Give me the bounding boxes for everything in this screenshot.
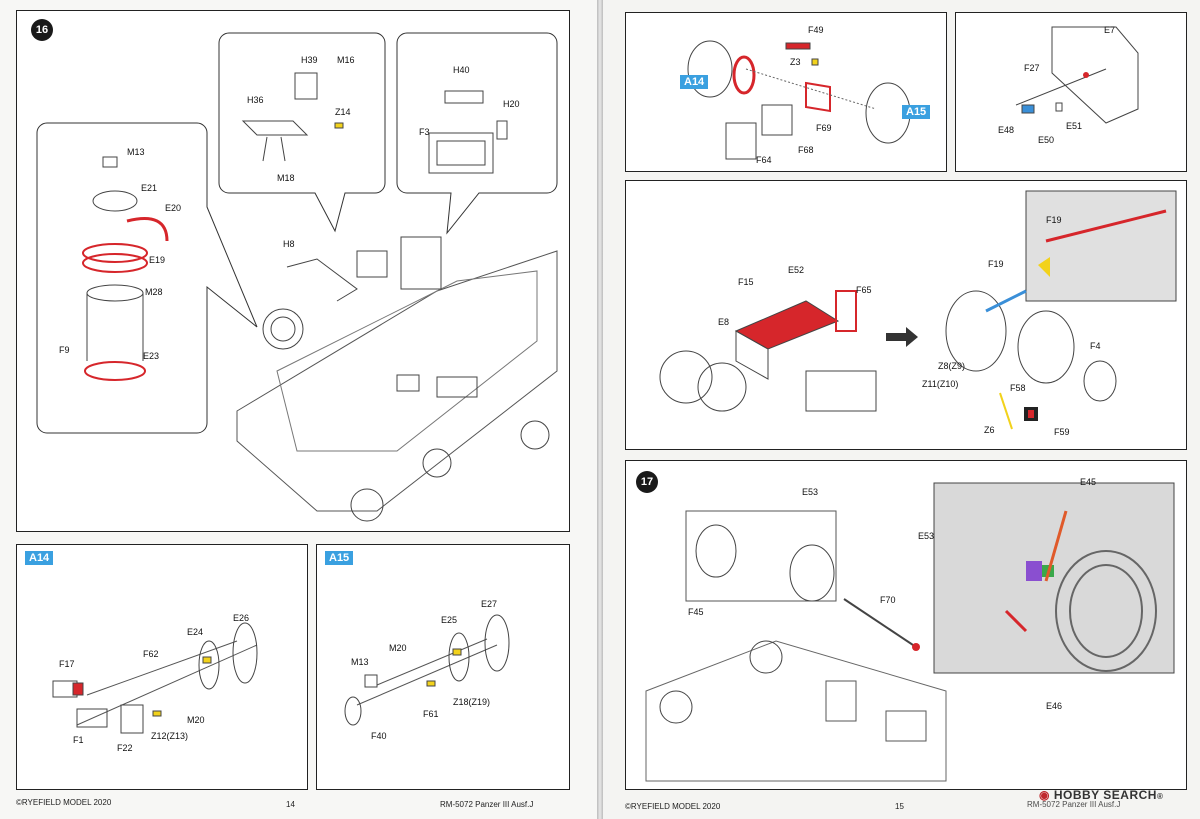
label-f62: F62 [143,649,159,659]
label-z6: Z6 [984,425,995,435]
label-f68: F68 [798,145,814,155]
a15-tag-right: A15 [902,105,931,119]
label-f9: F9 [59,345,70,355]
label-e7: E7 [1104,25,1116,35]
label-m20-a15: M20 [389,643,407,653]
a14-tag-right: A14 [680,75,709,89]
gearbox-drawing [687,40,911,160]
label-f40: F40 [371,731,387,741]
label-z8: Z8(Z9) [938,361,965,371]
label-e48: E48 [998,125,1015,135]
label-m20: M20 [187,715,205,725]
label-e46: E46 [1046,701,1063,711]
label-z3: Z3 [790,57,801,67]
step-17-badge: 17 [636,471,658,493]
a15-tag: A15 [325,551,354,565]
label-f1: F1 [73,735,84,745]
label-h20: H20 [503,99,520,109]
label-z18: Z18(Z19) [453,697,491,707]
label-f61: F61 [423,709,439,719]
step-17-drawing [645,482,1175,782]
label-m16: M16 [337,55,355,65]
label-z12: Z12(Z13) [151,731,189,741]
label-f69: F69 [816,123,832,133]
transmission-panel: E52 F15 F65 E8 F19 F19 F4 Z8(Z9) Z11(Z10… [625,180,1187,450]
hull-detail-drawing [1015,26,1139,124]
step-16-drawing [36,32,558,522]
label-e25: E25 [441,615,458,625]
label-f19: F19 [988,259,1004,269]
page-15: A14 A15 F49 Z3 F69 F68 F64 E7 F27 E48 E5… [603,0,1200,819]
label-e52: E52 [788,265,805,275]
label-h36: H36 [247,95,264,105]
a14-tag: A14 [25,551,54,565]
step-16-badge: 16 [31,19,53,41]
step-17-panel: 17 E53 E45 E53 F45 F70 E46 [625,460,1187,790]
transmission-drawing [659,190,1177,430]
gearbox-panel: A14 A15 F49 Z3 F69 F68 F64 [625,12,947,172]
hull-detail-panel: E7 F27 E48 E50 E51 [955,12,1187,172]
label-f27: F27 [1024,63,1040,73]
label-z14: Z14 [335,107,351,117]
label-m18: M18 [277,173,295,183]
label-e45: E45 [1080,477,1097,487]
label-e53-inset: E53 [918,531,935,541]
page-14: 16 [0,0,597,819]
label-z11: Z11(Z10) [922,379,959,389]
footer-page-14: 14 [286,800,295,809]
label-m13-a15: M13 [351,657,369,667]
label-f64: F64 [756,155,772,165]
label-f58: F58 [1010,383,1026,393]
book-spine [597,0,603,819]
hobby-search-logo-icon: ◉ [1039,788,1050,802]
label-e19: E19 [149,255,166,265]
label-f22: F22 [117,743,133,753]
hobby-search-watermark: ◉ HOBBY SEARCH® [1039,788,1164,802]
label-f45: F45 [688,607,704,617]
label-m28: M28 [145,287,163,297]
label-f19-inset: F19 [1046,215,1062,225]
footer-product-right: RM-5072 Panzer III Ausf.J [1027,800,1121,809]
a15-panel: A15 E27 E25 M20 M13 Z18(Z19) F61 F40 [316,544,570,790]
a15-drawing [344,614,510,726]
footer-copyright-left: ©RYEFIELD MODEL 2020 [16,798,112,807]
label-f15: F15 [738,277,754,287]
label-m13: M13 [127,147,145,157]
label-f17: F17 [59,659,75,669]
step-16-panel: 16 [16,10,570,532]
label-f65: F65 [856,285,872,295]
footer-product-left: RM-5072 Panzer III Ausf.J [440,800,534,809]
footer-page-15: 15 [895,802,904,811]
a14-drawing [52,622,258,734]
label-e21: E21 [141,183,158,193]
label-f59: F59 [1054,427,1070,437]
label-h39: H39 [301,55,318,65]
label-f4: F4 [1090,341,1101,351]
label-h40: H40 [453,65,470,75]
label-e20: E20 [165,203,182,213]
label-h8: H8 [283,239,295,249]
label-f70: F70 [880,595,896,605]
label-e26: E26 [233,613,250,623]
label-e53-main: E53 [802,487,819,497]
label-e50: E50 [1038,135,1055,145]
label-e24: E24 [187,627,204,637]
label-f49: F49 [808,25,824,35]
label-e23: E23 [143,351,160,361]
a14-panel: A14 E26 F17 F62 E24 F1 F22 Z12(Z13) M20 [16,544,308,790]
footer-copyright-right: ©RYEFIELD MODEL 2020 [625,802,721,811]
label-e8: E8 [718,317,730,327]
label-e51: E51 [1066,121,1083,131]
label-f3: F3 [419,127,430,137]
label-e27: E27 [481,599,498,609]
